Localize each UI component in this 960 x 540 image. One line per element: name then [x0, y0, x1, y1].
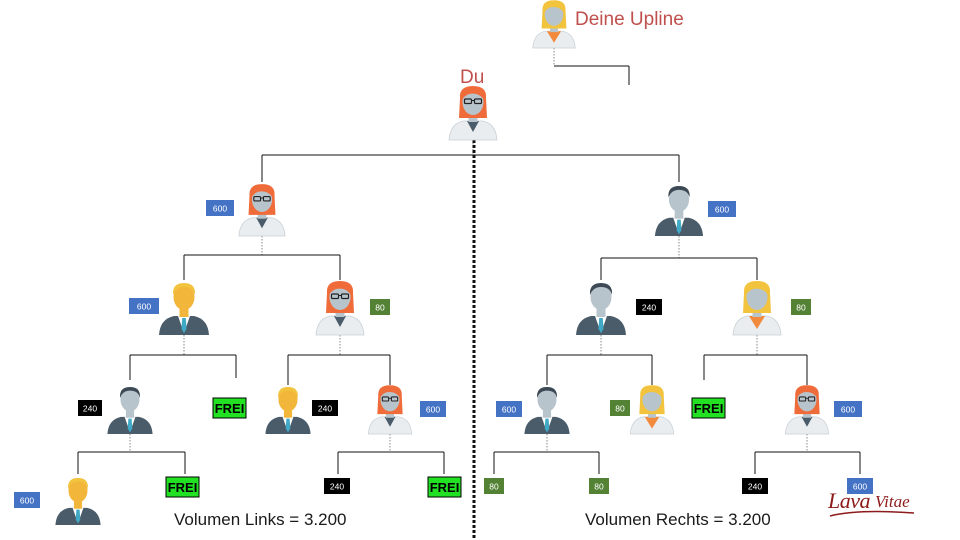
volume-value: 600: [20, 496, 34, 506]
volume-value: 80: [489, 482, 499, 492]
frei-badge: FREI: [691, 397, 726, 419]
woman-avatar-icon: [784, 385, 830, 435]
volume-value: 80: [375, 303, 385, 313]
volume-badge: 600: [129, 298, 159, 314]
man-avatar-icon: [265, 387, 311, 434]
volume-value: 240: [83, 404, 97, 414]
volume-value: 600: [853, 482, 867, 492]
frei-label: FREI: [694, 401, 724, 416]
volume-value: 240: [318, 404, 332, 414]
logo-vitae-text: Vitae: [875, 492, 910, 511]
man-avatar-icon: [576, 283, 626, 335]
woman-avatar-icon: [448, 86, 498, 141]
volume-badge: 600: [420, 401, 446, 417]
frei-label: FREI: [168, 480, 198, 495]
connector-lines: [77, 48, 861, 474]
volume-right-label: Volumen Rechts = 3.200: [585, 510, 771, 529]
volume-badge: 240: [324, 478, 350, 494]
volume-value: 80: [594, 482, 604, 492]
woman-avatar-icon: [629, 385, 675, 435]
upline-label: Deine Upline: [575, 9, 684, 30]
woman-avatar-icon: [367, 385, 413, 435]
woman-avatar-icon: [238, 184, 286, 237]
volume-badge: 80: [370, 299, 390, 315]
man-avatar-icon: [55, 478, 101, 525]
woman-avatar-icon: [532, 0, 576, 49]
volume-value: 600: [137, 302, 151, 312]
volume-badge: 240: [636, 299, 662, 315]
volume-value: 600: [715, 205, 729, 215]
volume-badge: 600: [834, 401, 862, 417]
volume-value: 600: [841, 405, 855, 415]
volume-badge: 600: [206, 200, 234, 216]
volume-badge: 600: [847, 478, 873, 494]
frei-label: FREI: [215, 401, 245, 416]
man-avatar-icon: [524, 387, 570, 434]
frei-badge: FREI: [212, 397, 247, 419]
volume-badge: 240: [78, 400, 102, 416]
volume-badge: 80: [610, 400, 630, 416]
man-avatar-icon: [159, 283, 209, 335]
volume-value: 240: [748, 482, 762, 492]
woman-avatar-icon: [732, 281, 782, 336]
volume-badge: 600: [708, 201, 736, 217]
volume-value: 600: [213, 204, 227, 214]
volume-badge: 600: [14, 492, 40, 508]
man-avatar-icon: [654, 186, 704, 236]
logo-lava-text: Lava: [828, 488, 871, 513]
volume-badge: 80: [484, 478, 504, 494]
volume-badge: 240: [742, 478, 768, 494]
volume-left-label: Volumen Links = 3.200: [174, 510, 347, 529]
frei-badge: FREI: [427, 476, 462, 498]
volume-value: 80: [796, 303, 806, 313]
frei-badge: FREI: [165, 476, 200, 498]
woman-avatar-icon: [315, 281, 365, 336]
volume-value: 80: [615, 404, 625, 414]
frei-label: FREI: [430, 480, 460, 495]
volume-value: 240: [642, 303, 656, 313]
volume-badge: 80: [791, 299, 811, 315]
volume-badge: 600: [496, 401, 522, 417]
you-label: Du: [460, 67, 485, 88]
logo-swoosh: [829, 510, 915, 517]
volume-value: 600: [502, 405, 516, 415]
volume-value: 600: [426, 405, 440, 415]
volume-badge: 80: [589, 478, 609, 494]
man-avatar-icon: [107, 387, 153, 434]
lavavitae-logo: Lava Vitae: [828, 484, 920, 520]
volume-value: 240: [330, 482, 344, 492]
volume-badge: 240: [312, 400, 338, 416]
